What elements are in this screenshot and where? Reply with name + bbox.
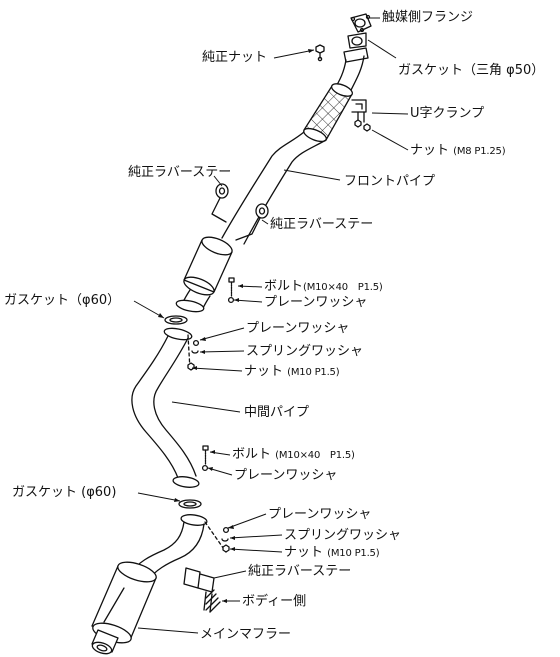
catalyst-flange — [350, 13, 372, 33]
flange-lower — [172, 476, 208, 526]
label-center-pipe: 中間パイプ — [244, 405, 310, 420]
label-stock-rubber-stay-1: 純正ラバーステー — [128, 165, 232, 180]
leader-lines — [133, 17, 409, 634]
leader-arrowheads — [158, 49, 314, 603]
gasket-triangle — [347, 32, 367, 49]
label-nut-m8-text: ナット — [410, 143, 450, 158]
front-pipe — [221, 47, 369, 245]
label-stock-rubber-stay-2: 純正ラバーステー — [270, 217, 374, 232]
label-stock-rubber-stay-3: 純正ラバーステー — [248, 564, 352, 579]
label-gasket-triangle: ガスケット（三角 φ50） — [398, 63, 545, 78]
bolt-2 — [201, 445, 209, 472]
stock-nut-top — [315, 44, 325, 62]
label-catalyst-flange: 触媒側フランジ — [382, 10, 474, 25]
label-plain-washer-2: プレーンワッシャ — [246, 321, 350, 336]
label-stock-nut-top: 純正ナット — [202, 50, 268, 65]
label-plain-washer-3: プレーンワッシャ — [234, 468, 338, 483]
label-nut-m10-1-spec: (M10 P1.5) — [287, 367, 340, 378]
gasket-60-lower — [178, 499, 202, 509]
flange-upper — [163, 299, 205, 341]
fastener-stack-upper — [187, 334, 200, 371]
label-gasket-60-upper: ガスケット（φ60） — [4, 293, 121, 308]
center-pipe — [131, 335, 197, 479]
label-nut-m10-2: ナット (M10 P1.5) — [284, 545, 380, 560]
label-nut-m8-spec: (M8 P1.25) — [453, 146, 506, 157]
label-bolt-1: ボルト(M10×40 P1.5) — [264, 280, 383, 293]
label-spring-washer-2: スプリングワッシャ — [284, 528, 402, 543]
label-plain-washer-4: プレーンワッシャ — [268, 507, 372, 522]
label-spring-washer-1: スプリングワッシャ — [246, 344, 364, 359]
fastener-stack-lower — [204, 521, 230, 553]
label-front-pipe: フロントパイプ — [344, 174, 436, 189]
label-nut-m10-2-text: ナット — [284, 545, 324, 560]
rubber-stay-1 — [211, 183, 229, 223]
label-nut-m10-1-text: ナット — [244, 364, 284, 379]
label-main-muffler: メインマフラー — [200, 627, 292, 642]
label-gasket-60-lower: ガスケット (φ60) — [12, 485, 117, 500]
front-resonator — [181, 236, 233, 311]
gasket-60-upper — [164, 315, 188, 325]
rubber-stay-3 — [183, 567, 215, 613]
bolt-1 — [227, 277, 235, 304]
main-muffler — [91, 561, 157, 655]
label-body-side: ボディー側 — [242, 594, 307, 609]
body-side-hatch — [205, 589, 221, 613]
label-nut-m8: ナット (M8 P1.25) — [410, 143, 506, 158]
rubber-stay-2 — [235, 203, 269, 241]
label-nut-m10-2-spec: (M10 P1.5) — [327, 548, 380, 559]
label-bolt-1-text: ボルト — [264, 279, 304, 294]
label-u-clamp: U字クランプ — [410, 106, 485, 121]
label-bolt-2-spec: (M10×40 P1.5) — [275, 450, 355, 461]
label-nut-m10-1: ナット (M10 P1.5) — [244, 364, 340, 379]
label-bolt-2: ボルト (M10×40 P1.5) — [232, 448, 355, 461]
label-plain-washer-1: プレーンワッシャ — [264, 295, 368, 310]
label-bolt-1-spec: (M10×40 P1.5) — [303, 282, 383, 293]
label-bolt-2-text: ボルト — [232, 447, 272, 462]
u-clamp — [351, 99, 371, 132]
